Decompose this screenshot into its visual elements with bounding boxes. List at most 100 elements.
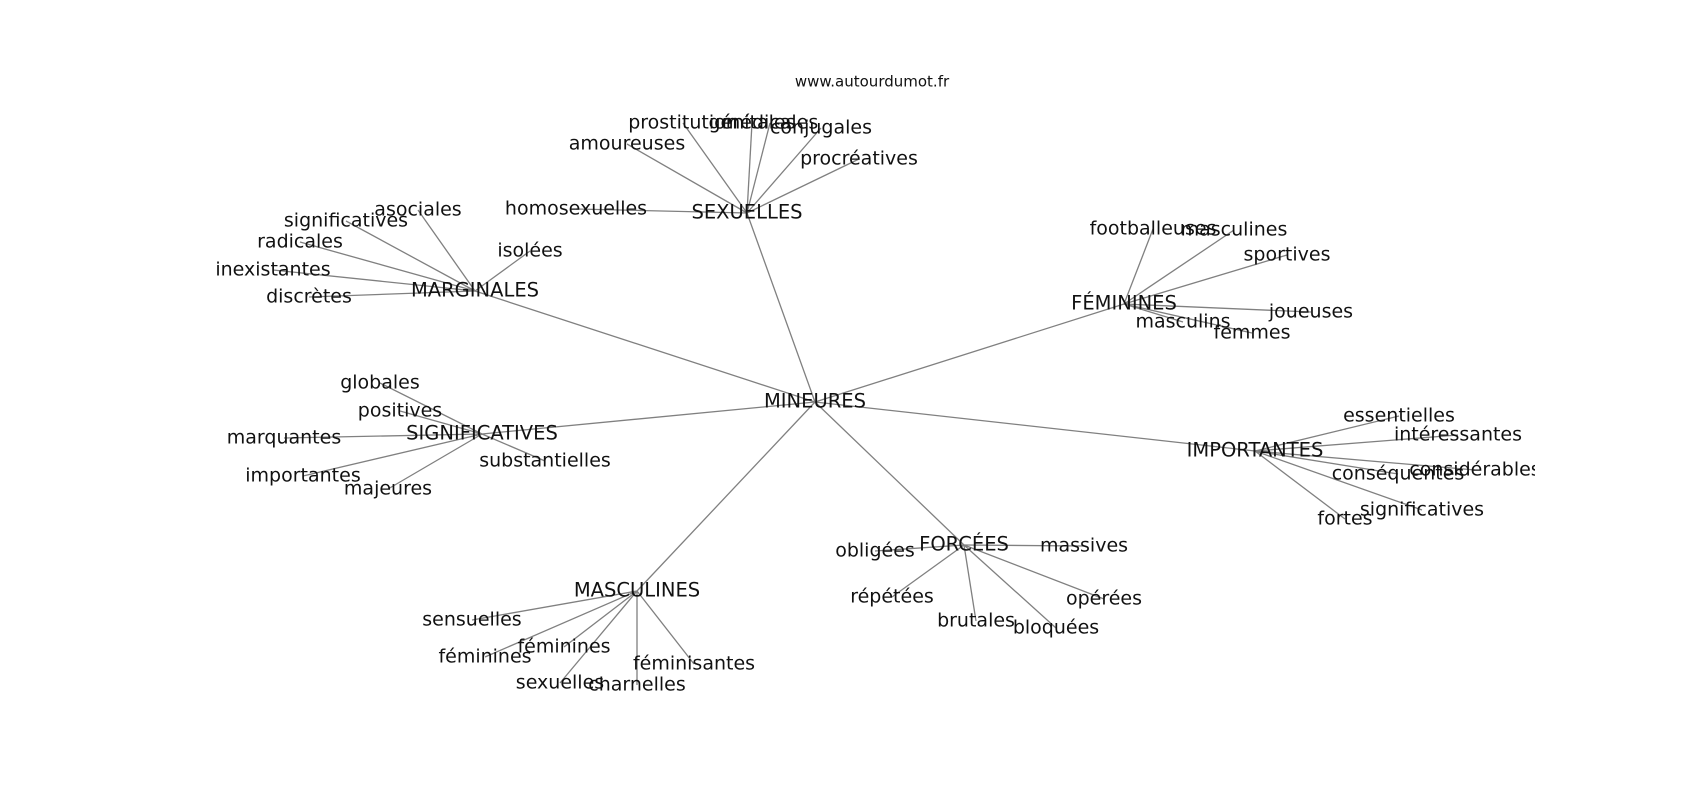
edge-marginales-5 bbox=[474, 250, 531, 292]
edge-forcees-5 bbox=[963, 544, 1105, 600]
cluster-node-marginales: MARGINALES bbox=[411, 279, 539, 302]
leaf-node-forcees-4: bloquées bbox=[1013, 617, 1099, 639]
leaf-node-significatives-2: marquantes bbox=[227, 427, 341, 449]
leaf-node-marginales-4: discrètes bbox=[266, 286, 352, 308]
leaf-node-feminines-3: joueuses bbox=[1268, 301, 1353, 323]
edge-significatives-1 bbox=[399, 410, 483, 435]
edge-forcees-1 bbox=[963, 544, 1085, 547]
leaf-node-significatives-0: globales bbox=[340, 372, 420, 394]
leaf-node-significatives-5: substantielles bbox=[479, 450, 611, 472]
leaf-node-importantes-5: fortes bbox=[1317, 508, 1372, 530]
edge-marginales-0 bbox=[345, 220, 476, 292]
edge-sexuelles-5 bbox=[746, 158, 860, 214]
edge-significatives-0 bbox=[379, 382, 483, 435]
leaf-node-feminines-5: femmes bbox=[1214, 322, 1291, 344]
edge-significatives-4 bbox=[387, 433, 483, 490]
leaf-node-sexuelles-4: conjugales bbox=[770, 117, 872, 139]
leaf-node-marginales-5: isolées bbox=[497, 240, 562, 262]
edge-masculines-1 bbox=[484, 590, 638, 658]
edge-marginales-3 bbox=[272, 269, 476, 292]
leaf-node-sexuelles-3: médicales bbox=[722, 112, 819, 134]
leaf-node-significatives-1: positives bbox=[358, 400, 442, 422]
leaf-node-feminines-1: masculines bbox=[1181, 219, 1288, 241]
leaf-node-feminines-4: masculins bbox=[1135, 311, 1230, 333]
leaf-node-marginales-3: inexistantes bbox=[215, 259, 330, 281]
edge-marginales-1 bbox=[417, 209, 476, 292]
leaf-node-importantes-4: significatives bbox=[1360, 499, 1484, 521]
leaf-node-importantes-3: conséquentes bbox=[1332, 463, 1465, 485]
leaf-node-importantes-0: essentielles bbox=[1343, 405, 1455, 427]
edge-root-marginales bbox=[474, 290, 816, 403]
edge-significatives-2 bbox=[283, 433, 483, 439]
edge-significatives-5 bbox=[481, 433, 546, 462]
edge-importantes-5 bbox=[1254, 450, 1346, 520]
leaf-node-forcees-0: obligées bbox=[835, 540, 915, 562]
edge-feminines-2 bbox=[1123, 254, 1288, 305]
leaf-node-sexuelles-1: prostitution bbox=[628, 112, 738, 134]
edge-forcees-4 bbox=[963, 544, 1057, 629]
source-watermark: www.autourdumot.fr bbox=[795, 73, 950, 91]
cluster-node-importantes: IMPORTANTES bbox=[1187, 439, 1324, 462]
leaf-node-importantes-2: considérables bbox=[1409, 459, 1540, 481]
edge-forcees-0 bbox=[874, 544, 965, 552]
cluster-node-significatives: SIGNIFICATIVES bbox=[406, 422, 558, 445]
leaf-node-forcees-1: massives bbox=[1040, 535, 1128, 557]
leaf-node-sexuelles-6: homosexuelles bbox=[505, 198, 647, 220]
edge-forcees-2 bbox=[891, 544, 965, 598]
leaf-node-forcees-2: répétées bbox=[850, 586, 934, 608]
leaf-node-sexuelles-5: procréatives bbox=[800, 148, 918, 170]
edge-significatives-3 bbox=[302, 433, 483, 477]
leaf-node-masculines-3: sexuelles bbox=[516, 672, 604, 694]
edge-root-forcees bbox=[814, 401, 965, 546]
edge-root-feminines bbox=[814, 303, 1125, 403]
edge-marginales-2 bbox=[299, 241, 476, 292]
edge-feminines-5 bbox=[1123, 303, 1253, 334]
leaf-node-sexuelles-2: génitales bbox=[708, 112, 795, 134]
leaf-node-significatives-4: majeures bbox=[344, 478, 432, 500]
graph-edges bbox=[272, 122, 1476, 685]
leaf-node-marginales-2: radicales bbox=[257, 231, 343, 253]
edge-sexuelles-3 bbox=[746, 122, 771, 214]
edge-masculines-3 bbox=[559, 590, 638, 684]
cluster-node-feminines: FÉMININES bbox=[1071, 292, 1177, 315]
leaf-node-significatives-3: importantes bbox=[245, 465, 360, 487]
edge-feminines-1 bbox=[1123, 229, 1235, 305]
edge-importantes-0 bbox=[1254, 415, 1400, 452]
edge-feminines-0 bbox=[1123, 228, 1154, 305]
edge-masculines-0 bbox=[471, 590, 638, 621]
leaf-node-forcees-3: brutales bbox=[937, 610, 1015, 632]
edge-root-significatives bbox=[481, 401, 816, 435]
edge-sexuelles-6 bbox=[575, 208, 748, 214]
cluster-node-sexuelles: SEXUELLES bbox=[691, 201, 802, 224]
edge-importantes-4 bbox=[1254, 450, 1423, 511]
edge-sexuelles-2 bbox=[746, 122, 753, 214]
leaf-node-feminines-0: footballeuses bbox=[1090, 218, 1217, 240]
leaf-node-forcees-5: opérées bbox=[1066, 588, 1142, 610]
leaf-node-marginales-0: significatives bbox=[284, 210, 408, 232]
leaf-node-masculines-0: sensuelles bbox=[422, 609, 521, 631]
leaf-node-masculines-1: féminines bbox=[438, 646, 531, 668]
cluster-node-forcees: FORCÉES bbox=[919, 533, 1009, 556]
leaf-node-masculines-2: féminines bbox=[517, 636, 610, 658]
leaf-node-marginales-1: asociales bbox=[374, 199, 461, 221]
leaf-node-masculines-4: charnelles bbox=[588, 674, 686, 696]
edge-feminines-4 bbox=[1123, 303, 1184, 323]
edge-feminines-3 bbox=[1123, 303, 1312, 313]
edge-root-masculines bbox=[636, 401, 816, 592]
edge-root-sexuelles bbox=[746, 212, 816, 403]
edge-masculines-2 bbox=[563, 590, 638, 648]
edge-sexuelles-4 bbox=[746, 127, 822, 214]
leaf-node-sexuelles-0: amoureuses bbox=[569, 133, 685, 155]
edge-marginales-4 bbox=[308, 290, 476, 298]
graph-labels: MINEURESSEXUELLESamoureusesprostitutiong… bbox=[215, 112, 1540, 696]
edge-root-importantes bbox=[814, 401, 1256, 452]
leaf-node-importantes-1: intéressantes bbox=[1394, 424, 1522, 446]
leaf-node-feminines-2: sportives bbox=[1244, 244, 1331, 266]
root-node-label: MINEURES bbox=[764, 390, 866, 413]
edge-sexuelles-0 bbox=[626, 143, 748, 214]
cluster-node-masculines: MASCULINES bbox=[574, 579, 700, 602]
edge-importantes-2 bbox=[1254, 450, 1476, 471]
edge-forcees-3 bbox=[963, 544, 977, 622]
edge-sexuelles-1 bbox=[682, 122, 748, 214]
